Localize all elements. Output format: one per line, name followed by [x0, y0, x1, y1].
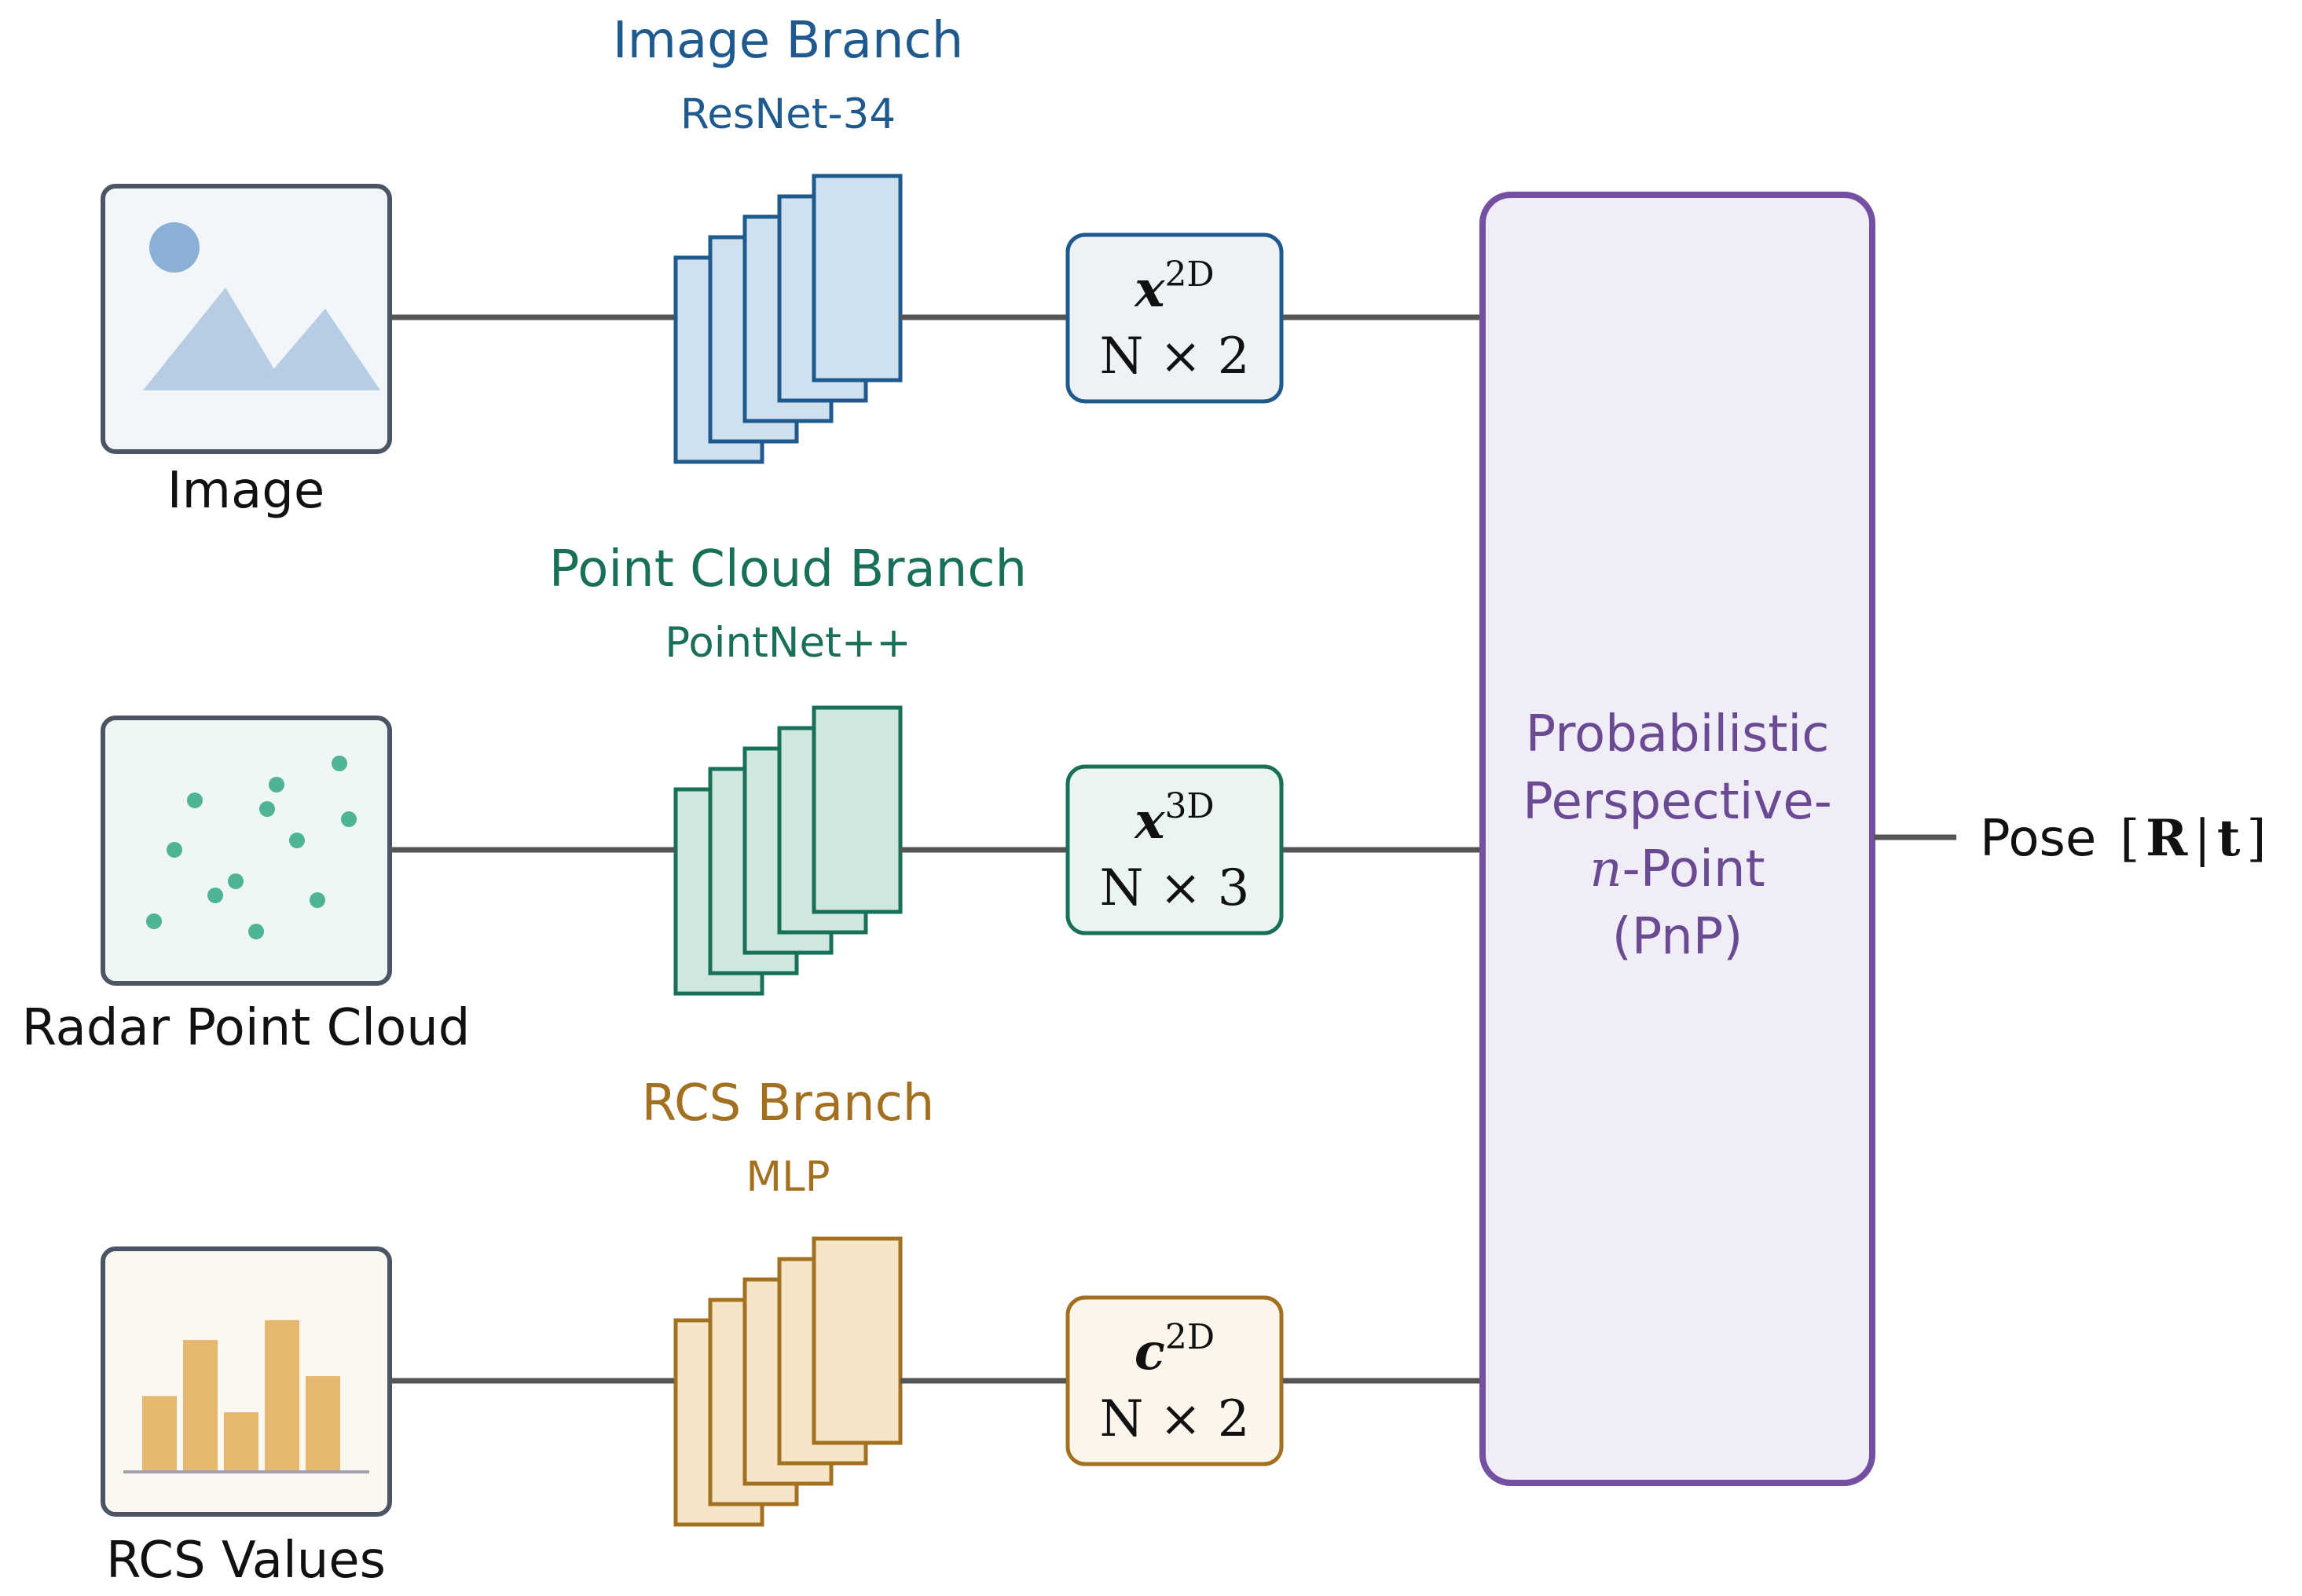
rcs-row: RCS Values RCS Branch MLP c2D N × 2 [101, 1074, 1482, 1590]
rcs-icon-bar [265, 1320, 299, 1472]
point-cloud-input-box [101, 716, 392, 986]
svg-text:x3D: x3D [1133, 786, 1214, 851]
point-cloud-input-label: Radar Point Cloud [22, 999, 471, 1057]
image-input-label: Image [167, 462, 324, 520]
pnp-line-2: Perspective- [1523, 773, 1832, 831]
rcs-icon-bar [224, 1412, 258, 1472]
points-feature-superscript: 3D [1164, 786, 1214, 826]
rcs-icon-bar [306, 1376, 340, 1472]
bar-chart-icon [142, 1320, 340, 1472]
pose-output: Pose [R|t] [1980, 809, 2266, 868]
pnp-block: Probabilistic Perspective- n-Point (PnP) [1479, 192, 1875, 1486]
svg-text:c2D: c2D [1135, 1317, 1215, 1382]
image-input-box [101, 184, 392, 454]
pose-rotation: R [2146, 809, 2188, 868]
image-branch-header: Image Branch ResNet-34 [613, 12, 964, 138]
image-branch-stack-icon [673, 174, 903, 464]
pnp-line-3-rest: -Point [1622, 840, 1765, 899]
svg-text:x2D: x2D [1133, 254, 1214, 319]
points-branch-stack-icon [673, 705, 903, 996]
rcs-feature-dims: N × 2 [1099, 1390, 1249, 1448]
rcs-input-box [101, 1246, 392, 1517]
rcs-branch-subtitle: MLP [746, 1153, 830, 1201]
points-row: Radar Point Cloud Point Cloud Branch Poi… [22, 540, 1482, 1057]
rcs-input-label: RCS Values [106, 1532, 386, 1590]
image-icon [143, 222, 380, 390]
pose-translation: t [2217, 809, 2241, 868]
rcs-feature-symbol: c [1135, 1323, 1165, 1382]
points-feature-box: x3D N × 3 [1065, 764, 1284, 935]
points-branch-subtitle: PointNet++ [665, 619, 911, 667]
image-feature-symbol: x [1133, 260, 1165, 319]
pnp-line-3-italic: n [1589, 840, 1622, 899]
svg-text:n-Point: n-Point [1589, 840, 1765, 899]
rcs-branch-title: RCS Branch [642, 1074, 935, 1133]
pose-open-bracket: [ [2120, 810, 2139, 868]
rcs-branch-stack-icon [673, 1236, 903, 1527]
points-feature-symbol: x [1133, 792, 1165, 851]
image-branch-title: Image Branch [613, 12, 964, 70]
pnp-line-4: (PnP) [1612, 908, 1743, 966]
pose-separator: | [2194, 810, 2211, 868]
rcs-branch-header: RCS Branch MLP [642, 1074, 935, 1201]
point-cloud-icon [146, 756, 357, 939]
points-branch-header: Point Cloud Branch PointNet++ [549, 540, 1027, 667]
rcs-icon-bar [183, 1340, 218, 1472]
pose-close-bracket: ] [2246, 810, 2266, 868]
points-feature-dims: N × 3 [1099, 859, 1249, 917]
pose-label: Pose [1980, 810, 2096, 868]
image-feature-superscript: 2D [1164, 254, 1214, 295]
points-branch-title: Point Cloud Branch [549, 540, 1027, 598]
rcs-icon-bar [142, 1396, 177, 1472]
pnp-line-1: Probabilistic [1526, 705, 1830, 763]
image-feature-box: x2D N × 2 [1065, 232, 1284, 404]
image-row: Image Image Branch ResNet-34 x2D N × 2 [101, 12, 1482, 520]
rcs-feature-box: c2D N × 2 [1065, 1295, 1284, 1466]
rcs-feature-superscript: 2D [1165, 1317, 1215, 1357]
image-feature-dims: N × 2 [1099, 328, 1249, 386]
image-branch-subtitle: ResNet-34 [680, 90, 896, 138]
